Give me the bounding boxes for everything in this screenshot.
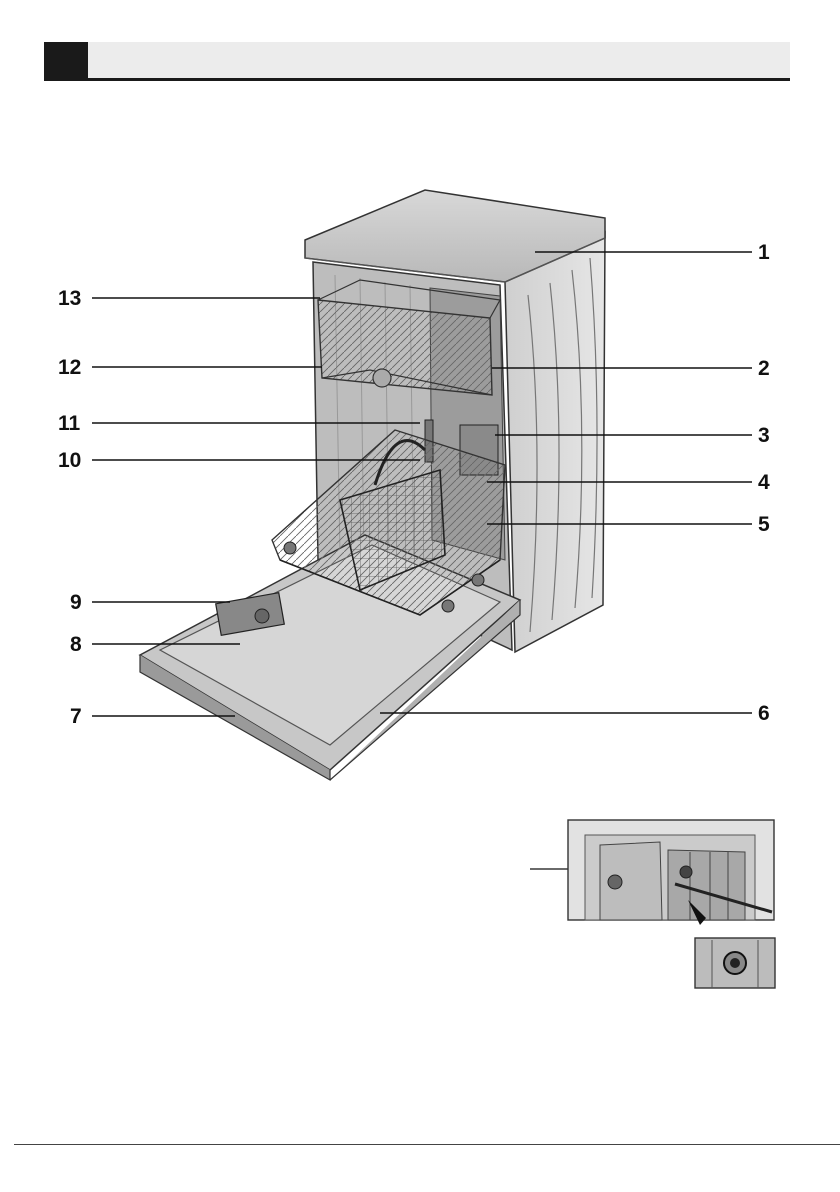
footer-divider <box>14 1144 840 1145</box>
callout-9: 9 <box>70 592 82 613</box>
cabinet-side-panel <box>505 232 605 652</box>
callout-13: 13 <box>58 288 81 309</box>
callout-3: 3 <box>758 425 770 446</box>
callout-1: 1 <box>758 242 770 263</box>
inset-filter-detail <box>530 820 775 988</box>
callout-12: 12 <box>58 357 81 378</box>
callout-8: 8 <box>70 634 82 655</box>
callout-7: 7 <box>70 706 82 727</box>
callout-10: 10 <box>58 450 81 471</box>
callout-2: 2 <box>758 358 770 379</box>
callout-6: 6 <box>758 703 770 724</box>
callout-11: 11 <box>58 413 80 434</box>
callout-5: 5 <box>758 514 770 535</box>
callout-4: 4 <box>758 472 770 493</box>
